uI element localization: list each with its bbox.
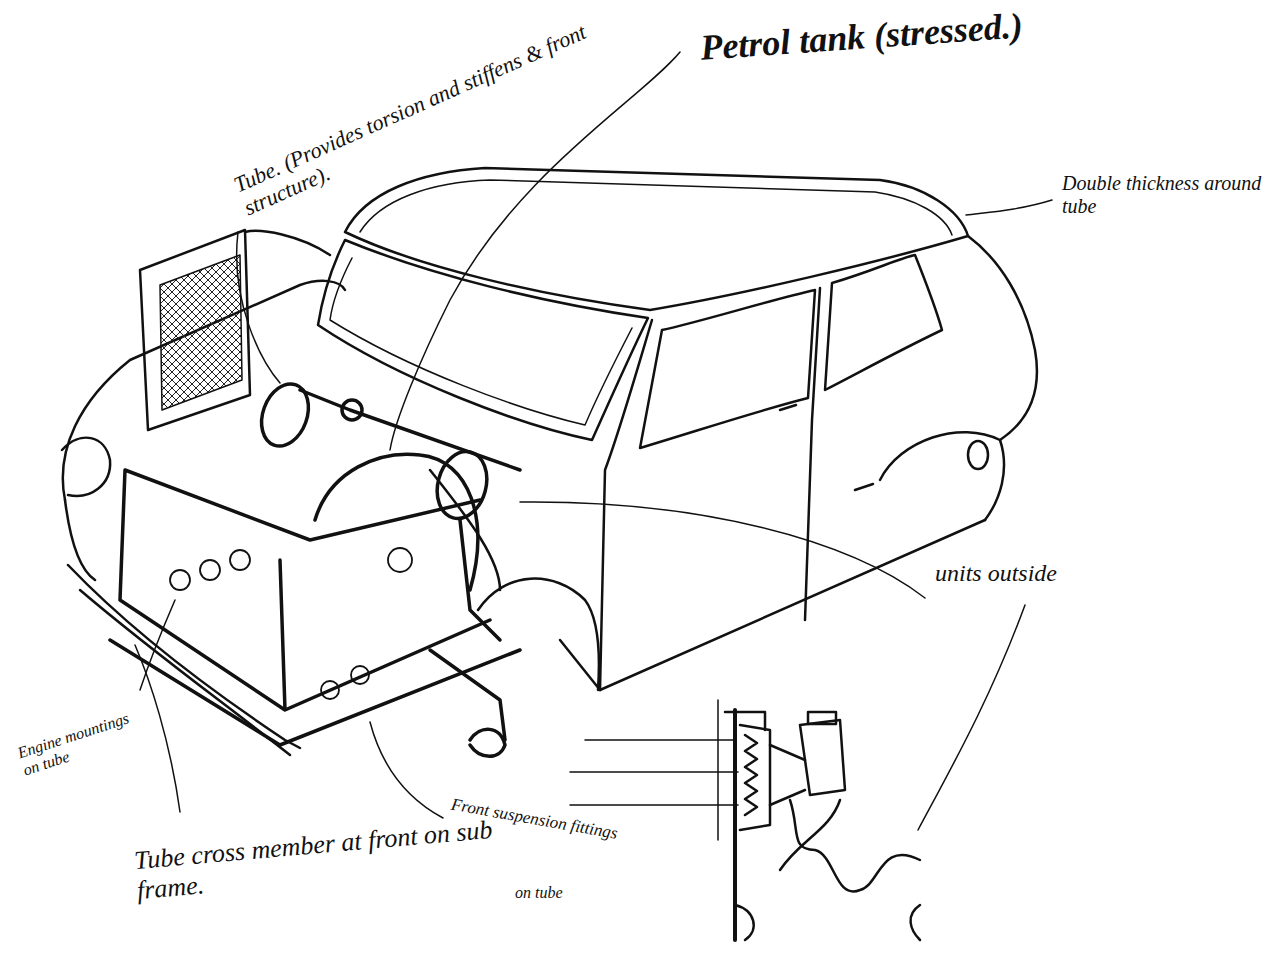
subframe-tubes-stroke [315,454,478,590]
subframe-holes [170,548,412,699]
subframe-tubes-stroke [470,729,505,756]
leader-lines-stroke [370,722,443,818]
mounting-detail-stroke [770,745,805,805]
body-shell [62,168,1037,755]
body-shell-stroke [968,441,988,469]
mounting-detail-stroke [735,905,754,940]
body-shell-stroke [780,405,796,410]
body-shell-stroke [345,168,968,310]
mounting-detail-stroke [570,740,738,805]
tube-note: Tube. (Provides torsion and stiffens & f… [230,4,634,221]
body-shell-stroke [560,640,600,690]
subframe-tubes-stroke [110,640,520,745]
subframe-holes-stroke [200,560,220,580]
double-thickness-note: Double thickness around tube [1062,172,1262,218]
leader-lines-stroke [237,232,280,383]
leader-lines-stroke [135,645,180,812]
subframe-tubes-stroke [430,650,505,740]
subframe-tubes [110,377,520,756]
body-shell-stroke [140,230,250,430]
mounting-detail-stroke [745,735,757,815]
mounting-detail-stroke [790,800,920,891]
body-shell-stroke [245,231,330,255]
body-shell-stroke [805,288,820,620]
subframe-holes-stroke [170,570,190,590]
cross-member-note: Tube cross member at front on sub frame. [133,814,507,906]
subframe-tubes-stroke [342,400,362,420]
units-outside-note: units outside [935,560,1135,588]
subframe-holes-stroke [321,681,339,699]
subframe-holes-stroke [351,666,369,684]
body-shell-stroke [968,236,1037,440]
mounting-detail-stroke [911,905,920,940]
body-shell-stroke [600,520,985,690]
subframe-holes-stroke [230,550,250,570]
leader-lines-stroke [966,200,1052,215]
body-shell-stroke [880,432,1004,520]
mounting-detail-stroke [717,700,719,840]
mounting-detail-stroke [800,720,845,795]
body-shell-stroke [330,258,632,425]
subframe-holes-stroke [388,548,412,572]
body-shell-stroke [318,240,648,440]
body-shell-stroke [160,255,242,410]
body-shell-stroke [640,290,815,448]
petrol-tank-note: Petrol tank (stressed.) [699,4,1041,69]
mounting-detail [570,700,920,940]
mounting-detail-stroke [740,725,770,830]
mounting-detail-stroke [808,712,836,724]
mounting-detail-stroke [780,800,840,870]
leader-lines-stroke [140,600,175,690]
on-tube-note: on tube [515,884,605,902]
leader-lines-stroke [918,605,1025,830]
body-shell-stroke [62,438,110,496]
subframe-tubes-stroke [460,520,500,640]
engine-mountings-note: Engine mountings on tube [15,707,145,781]
subframe-tubes-stroke [120,470,490,710]
leader-lines-stroke [520,502,925,598]
body-shell-stroke [825,255,942,390]
body-shell-stroke [360,180,952,235]
subframe-tubes-stroke [253,377,316,452]
subframe-tubes-stroke [300,390,520,470]
body-shell-stroke [855,484,873,490]
